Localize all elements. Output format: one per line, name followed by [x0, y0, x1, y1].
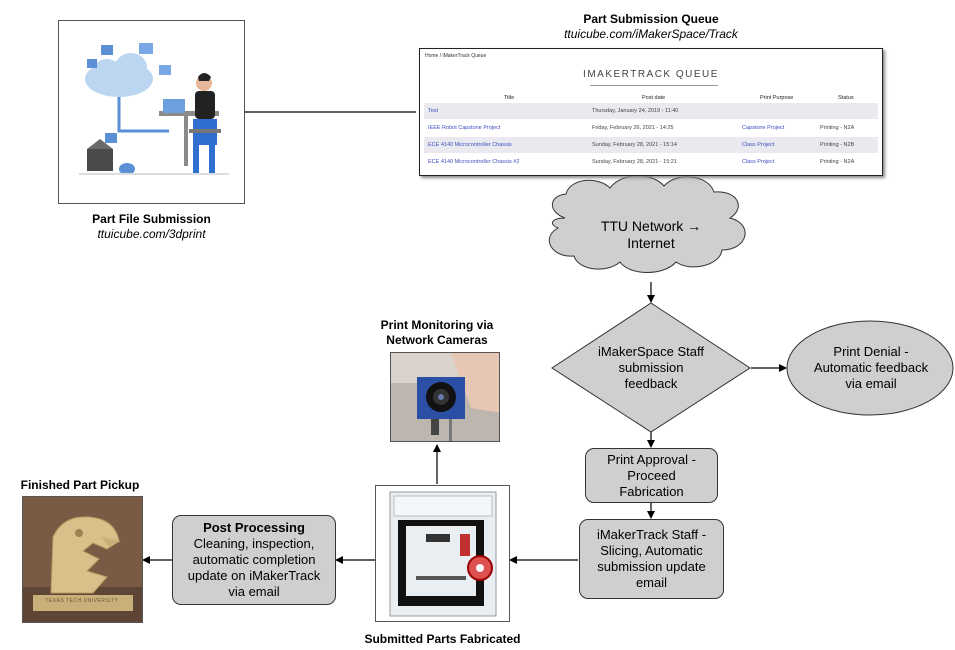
queue-url: ttuicube.com/iMakerSpace/Track	[564, 27, 738, 41]
submission-caption: Part File Submission ttuicube.com/3dprin…	[58, 212, 245, 242]
row-status: Printing - N2A	[820, 125, 855, 131]
row-date: Friday, February 26, 2021 - 14:25	[592, 125, 674, 131]
submission-title: Part File Submission	[92, 212, 211, 226]
table-row: ECE 4140 Microcontroller Chassis Sunday,…	[424, 137, 878, 153]
queue-title: Part Submission Queue	[583, 12, 719, 26]
row-status: Printing - N2A	[820, 159, 855, 165]
col-print-purpose[interactable]: Print Purpose	[760, 95, 794, 101]
imakertrack-queue-screenshot: Home / iMakerTrack Queue IMAKERTRACK QUE…	[419, 48, 883, 176]
network-cloud-shape	[548, 175, 746, 273]
pickup-caption: Finished Part Pickup	[4, 478, 156, 493]
pickup-title: Finished Part Pickup	[20, 478, 140, 492]
3d-printer-icon	[376, 486, 509, 621]
plaque-text: TEXAS TECH UNIVERSITY	[45, 598, 119, 604]
post-processing-box: Post Processing Cleaning, inspection, au…	[172, 515, 336, 605]
queue-heading: IMAKERTRACK QUEUE	[583, 69, 719, 80]
row-date: Sunday, February 28, 2021 - 15:21	[592, 159, 677, 165]
row-title-link[interactable]: ECE 4140 Microcontroller Chassis #2	[428, 159, 520, 165]
queue-heading-rule	[590, 85, 718, 86]
eagle-plaque-icon	[23, 497, 142, 622]
row-purpose[interactable]: Class Project	[742, 142, 775, 148]
approval-box: Print Approval - Proceed Fabrication	[585, 448, 718, 503]
post-processing-body: Cleaning, inspection, automatic completi…	[187, 536, 321, 599]
finished-part-photo	[22, 496, 143, 623]
row-purpose[interactable]: Class Project	[742, 159, 775, 165]
table-row: ECE 4140 Microcontroller Chassis #2 Sund…	[424, 154, 878, 170]
post-processing-title: Post Processing	[203, 520, 305, 535]
staff-feedback-diamond	[551, 302, 751, 433]
queue-caption: Part Submission Queue ttuicube.com/iMake…	[519, 12, 783, 42]
queue-header-row: Title Post date Print Purpose Status	[420, 93, 882, 103]
cloud-upload-illustration-icon	[59, 21, 244, 203]
monitoring-caption: Print Monitoring via Network Cameras	[368, 318, 506, 348]
row-purpose[interactable]: Capstone Project	[742, 125, 785, 131]
network-node-label: TTU Network → Internet	[600, 218, 702, 251]
col-title[interactable]: Title	[504, 95, 515, 101]
camera-board-icon	[391, 353, 499, 441]
submission-url: ttuicube.com/3dprint	[97, 227, 206, 241]
fabricated-caption: Submitted Parts Fabricated	[340, 632, 545, 647]
denial-label: Print Denial - Automatic feedback via em…	[813, 344, 929, 391]
submission-illustration	[58, 20, 245, 204]
col-status[interactable]: Status	[838, 95, 854, 101]
monitoring-title: Print Monitoring via Network Cameras	[380, 318, 494, 347]
row-date: Sunday, February 28, 2021 - 15:14	[592, 142, 677, 148]
row-title-link[interactable]: IEEE Robot Capstone Project	[428, 125, 501, 131]
printer-photo	[375, 485, 510, 622]
table-row: IEEE Robot Capstone Project Friday, Febr…	[424, 120, 878, 136]
row-title-link[interactable]: Test	[428, 108, 439, 114]
fabricated-title: Submitted Parts Fabricated	[364, 632, 521, 646]
slicing-box: iMakerTrack Staff - Slicing, Automatic s…	[579, 519, 724, 599]
denial-ellipse	[786, 320, 954, 416]
col-post-date[interactable]: Post date	[642, 95, 666, 101]
table-row: Test Thursday, January 24, 2019 - 11:40	[424, 103, 878, 119]
network-camera-photo	[390, 352, 500, 442]
row-date: Thursday, January 24, 2019 - 11:40	[592, 108, 679, 114]
queue-breadcrumb[interactable]: Home / iMakerTrack Queue	[425, 53, 487, 59]
row-status: Printing - N2B	[820, 142, 855, 148]
staff-feedback-label: iMakerSpace Staff submission feedback	[598, 344, 704, 391]
row-title-link[interactable]: ECE 4140 Microcontroller Chassis	[428, 142, 512, 148]
